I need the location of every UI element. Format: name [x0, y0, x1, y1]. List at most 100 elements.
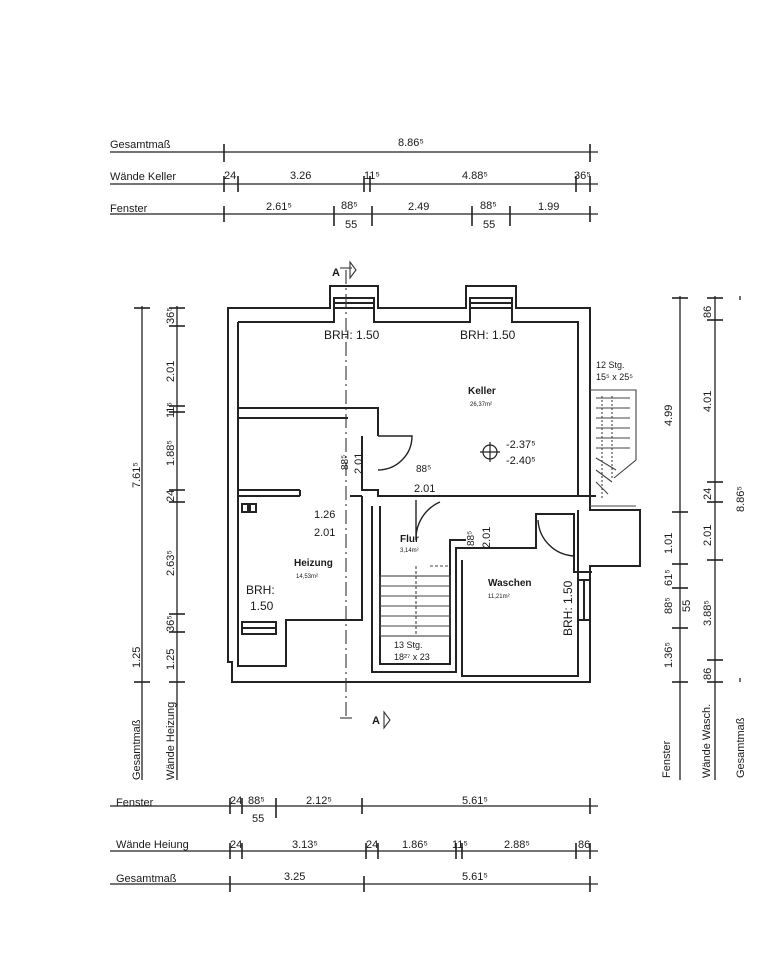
brh-window-left: BRH: 1.50: [324, 328, 380, 342]
right-fenster-value-4: 88⁵: [663, 597, 675, 614]
heizung-lower-wall: [242, 490, 363, 667]
flur-walls: [371, 506, 592, 673]
waende-wasch-value-4: 2.01: [702, 525, 714, 546]
waende-heizung-value-1: 36⁵: [165, 307, 177, 324]
bottom-fenster-value-2: 88⁵: [248, 795, 265, 807]
top-waende-keller-label: Wände Keller: [110, 171, 176, 183]
right-fenster-value-1: 4.99: [663, 405, 675, 426]
waende-wasch-value-1: 86: [702, 306, 714, 318]
bottom-fenster-value-4: 2.12⁵: [306, 795, 332, 807]
waende-heiung-value-5: 11⁵: [452, 839, 468, 851]
heizung-brh-label: BRH:: [246, 583, 275, 597]
waende-keller-value-2: 3.26: [290, 170, 311, 182]
flur-door-arc: [415, 500, 441, 541]
heizung-box-1: [241, 503, 249, 513]
flur-area: 3,14m²: [400, 548, 419, 554]
bottom-gesamt-value-2: 5.61⁵: [462, 871, 488, 883]
waende-heizung-value-8: 1.25: [165, 649, 177, 670]
heizung-brh-value: 1.50: [250, 599, 274, 613]
heizung-name: Heizung: [294, 558, 333, 569]
waschen-door-arc: [537, 519, 575, 557]
left-dimension-texts: Gesamtmaß 7.61⁵ 1.25 Wände Heizung 36⁵ 2…: [131, 307, 177, 780]
top-fenster-value-5: 88⁵: [480, 200, 497, 212]
top-dimension-texts: Gesamtmaß 8.86⁵ Wände Keller 24 3.26 11⁵…: [110, 137, 591, 231]
waende-heiung-value-1: 24: [230, 839, 242, 851]
keller-level-2: -2.40⁵: [506, 455, 536, 467]
waende-heiung-value-2: 3.13⁵: [292, 839, 318, 851]
section-arrow-top-icon: [349, 260, 357, 280]
stairs-upper: [590, 389, 637, 507]
waschen-brh: BRH: 1.50: [561, 580, 575, 636]
flur-door-height: 2.01: [481, 527, 493, 548]
top-gesamt-label: Gesamtmaß: [110, 139, 171, 151]
waende-heiung-value-7: 86: [578, 839, 590, 851]
waende-heiung-value-3: 24: [366, 839, 378, 851]
waende-heizung-value-2: 2.01: [165, 361, 177, 382]
stairs-upper-steps: 12 Stg.: [596, 360, 625, 370]
top-fenster-label: Fenster: [110, 203, 148, 215]
keller-door-arc: [377, 435, 413, 471]
heizung-opening-width: 1.26: [314, 509, 335, 521]
keller-level-1: -2.37⁵: [506, 439, 536, 451]
right-gesamt-label: Gesamtmaß: [735, 717, 747, 778]
waende-keller-value-1: 24: [224, 170, 236, 182]
brh-window-right: BRH: 1.50: [460, 328, 516, 342]
waende-wasch-value-5: 3.88⁵: [702, 600, 714, 626]
section-line: [340, 260, 391, 730]
keller-area: 26,37m²: [470, 402, 492, 408]
waende-keller-value-5: 36⁵: [574, 170, 591, 182]
waende-wasch-value-3: 24: [702, 488, 714, 500]
keller-door-width: 88⁵: [416, 464, 431, 475]
heizung-door-height: 2.01: [353, 453, 365, 474]
left-gesamt-label: Gesamtmaß: [131, 719, 143, 780]
top-fenster-value-6: 55: [483, 219, 495, 231]
waende-keller-value-4: 4.88⁵: [462, 170, 488, 182]
top-fenster-value-4: 2.49: [408, 201, 429, 213]
flur-door-width: 88⁵: [466, 531, 477, 546]
heizung-area: 14,53m²: [296, 574, 318, 580]
right-fenster-value-3: 61⁵: [663, 569, 675, 586]
right-dimension-chains: [672, 296, 741, 780]
waende-keller-value-3: 11⁵: [364, 170, 380, 182]
right-dimension-texts: Fenster 4.99 1.01 61⁵ 88⁵ 55 1.36⁵ Wände…: [661, 306, 747, 778]
left-125-value: 1.25: [131, 647, 143, 668]
waschen-name: Waschen: [488, 578, 532, 589]
waende-heizung-value-7: 36⁵: [165, 615, 177, 632]
flur-inner-walls: [379, 506, 466, 665]
section-mark-top: A: [332, 267, 340, 279]
outer-wall: [227, 285, 641, 683]
bottom-waende-heiung-label: Wände Heiung: [116, 839, 189, 851]
bottom-dimension-chains: [110, 798, 598, 892]
right-fenster-label: Fenster: [661, 740, 673, 778]
bottom-dimension-texts: Fenster 24 88⁵ 55 2.12⁵ 5.61⁵ Wände Heiu…: [116, 795, 590, 885]
right-gesamt-value: 8.86⁵: [735, 486, 747, 512]
keller-divider: [238, 407, 596, 497]
right-fenster-value-6: 1.36⁵: [663, 642, 675, 668]
section-arrow-bottom-icon: [383, 710, 391, 730]
right-waende-wasch-label: Wände Wasch.: [701, 704, 713, 778]
left-gesamt-value: 7.61⁵: [131, 462, 143, 488]
bottom-fenster-value-1: 24: [230, 795, 242, 807]
doors: [377, 435, 575, 557]
level-marker-icon: [480, 442, 500, 462]
top-fenster-value-1: 2.61⁵: [266, 201, 292, 213]
stairs-lower: [379, 565, 451, 637]
heizung-door-width: 88⁵: [340, 455, 351, 470]
waende-heizung-value-6: 2.63⁵: [165, 550, 177, 576]
waende-wasch-value-2: 4.01: [702, 391, 714, 412]
waschen-area: 11,21m²: [488, 594, 510, 600]
top-fenster-value-2: 88⁵: [341, 200, 358, 212]
waende-heiung-value-6: 2.88⁵: [504, 839, 530, 851]
bottom-fenster-value-3: 55: [252, 813, 264, 825]
keller-name: Keller: [468, 386, 496, 397]
bottom-fenster-label: Fenster: [116, 797, 154, 809]
section-mark-bottom: A: [372, 715, 380, 727]
left-dimension-chains: [134, 306, 185, 780]
top-fenster-value-7: 1.99: [538, 201, 559, 213]
left-waende-heizung-label: Wände Heizung: [165, 702, 177, 780]
heizung-room-outline: [237, 417, 348, 497]
bottom-gesamt-value-1: 3.25: [284, 871, 305, 883]
stairs-lower-size: 18²⁷ x 23: [394, 652, 430, 662]
right-fenster-value-5: 55: [681, 600, 693, 612]
